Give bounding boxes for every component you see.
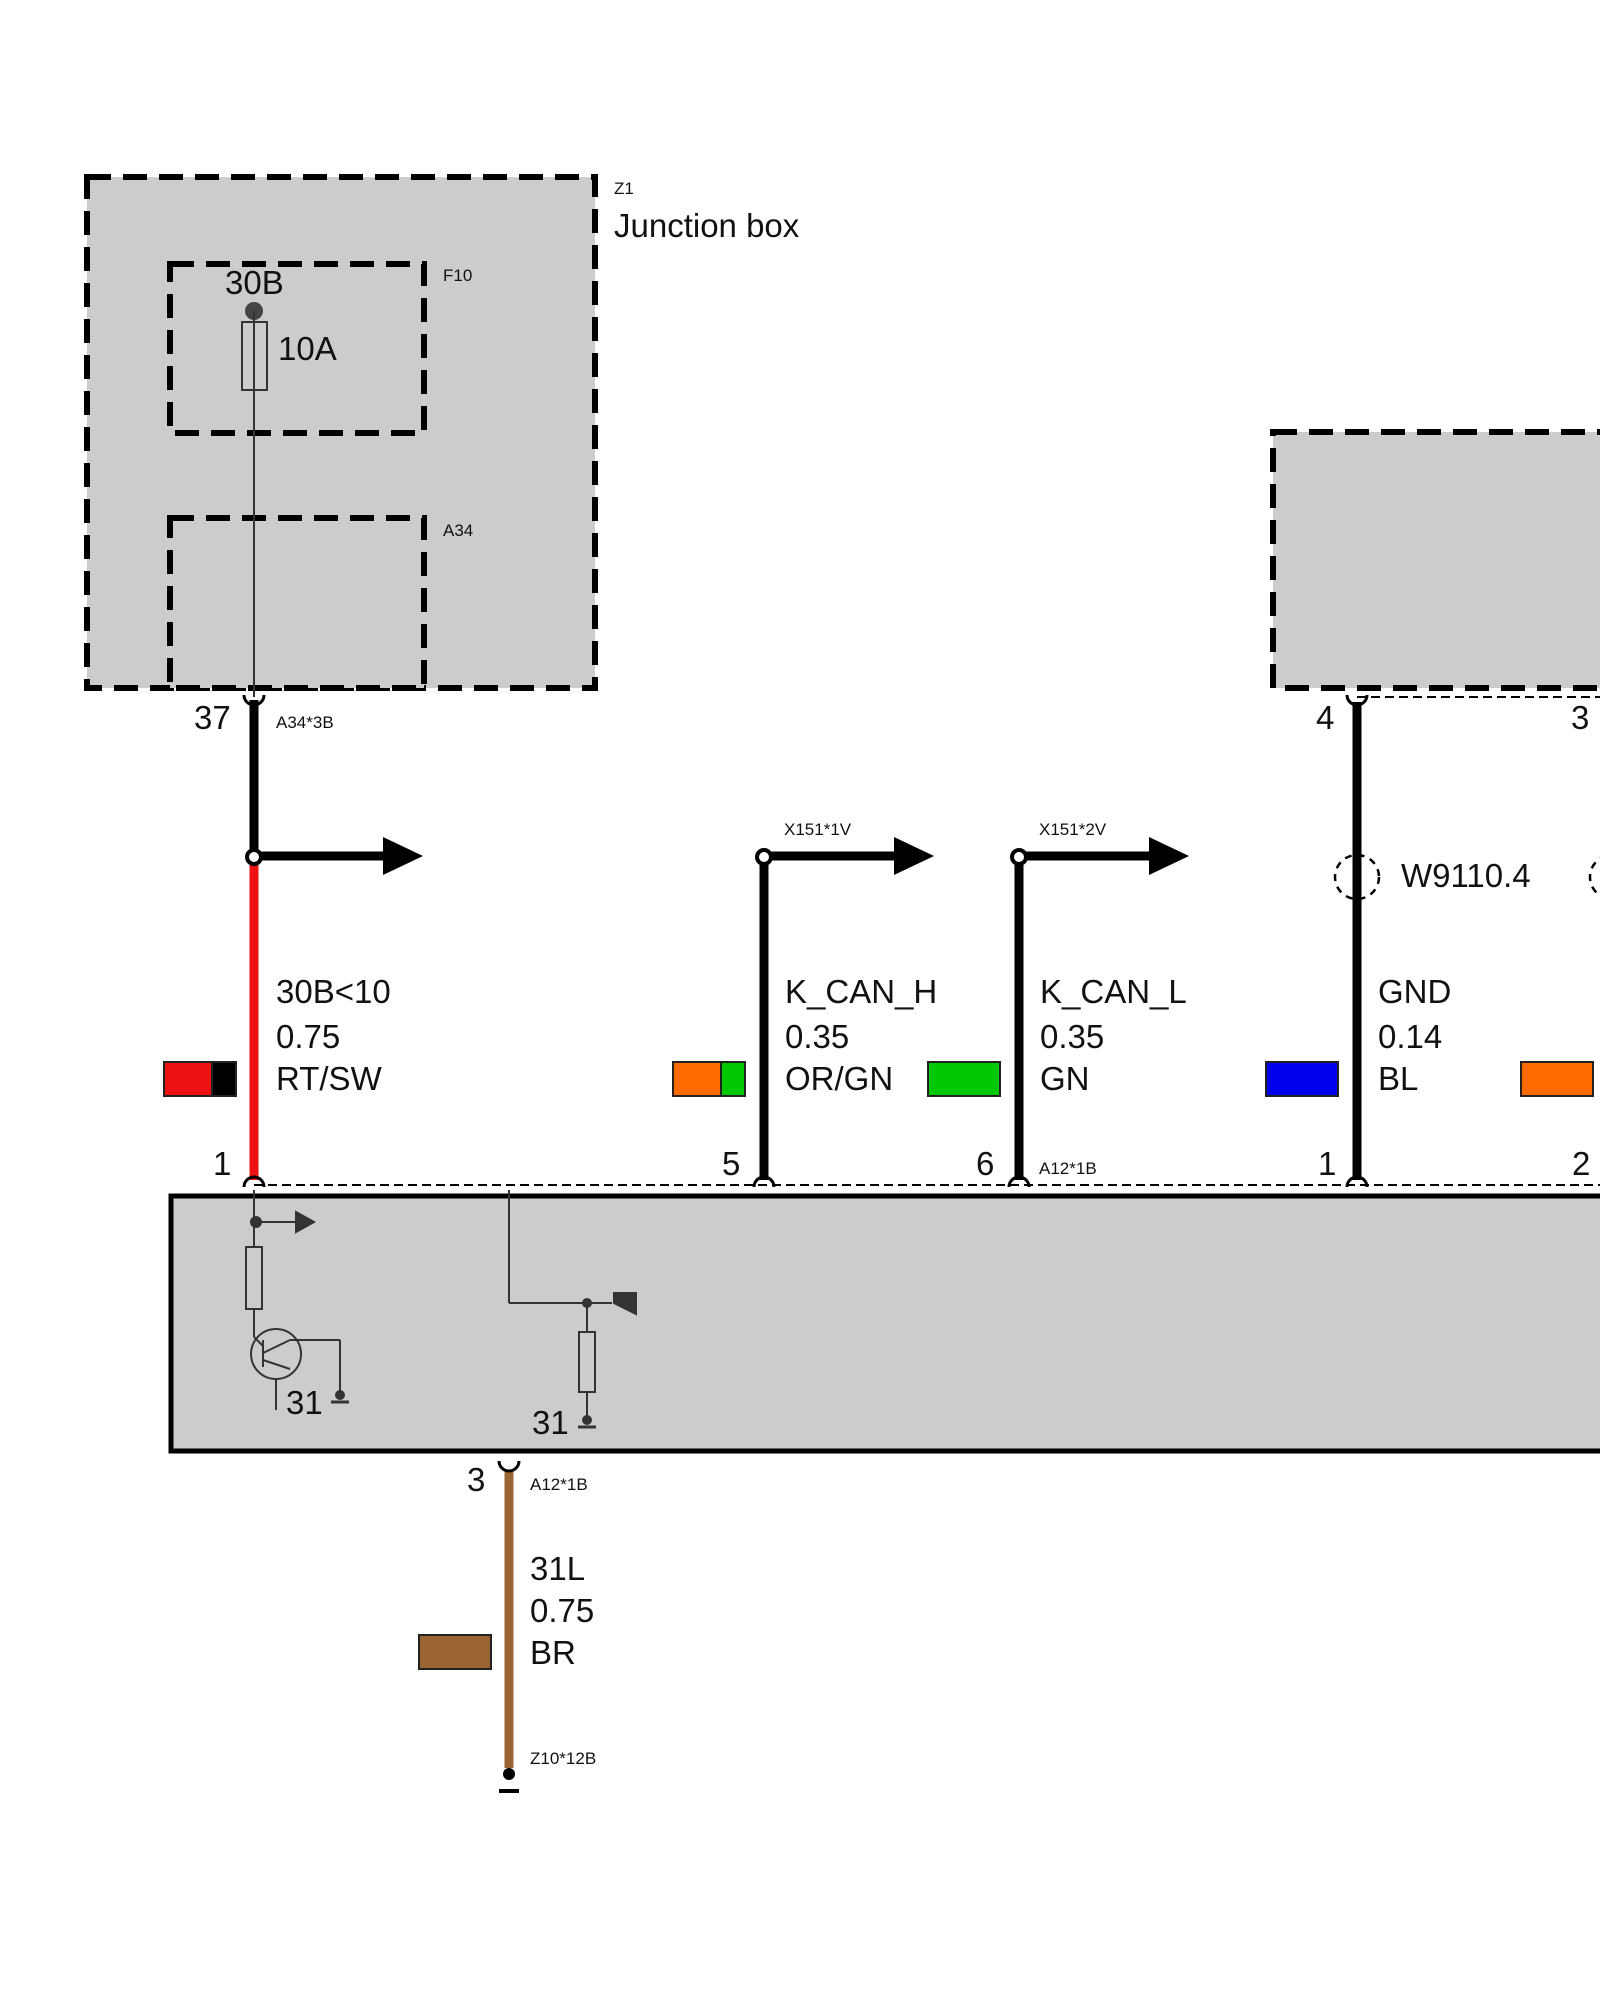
swatch-segment (419, 1635, 491, 1669)
swatch-border (1520, 1061, 1594, 1097)
swatch-or-gn (672, 1061, 746, 1097)
swatch-segment (1266, 1062, 1338, 1096)
lower-module-box[interactable] (168, 1193, 1600, 1454)
splice-dot-k-can-h (755, 848, 773, 866)
pin-3-top: 3 (1571, 699, 1589, 736)
connector-x151-1v: X151*1V (784, 820, 852, 839)
connector-a12-1b-top: A12*1B (1039, 1159, 1097, 1178)
wire-gauge: 0.14 (1378, 1018, 1442, 1055)
wire-spec-31l: 31L 0.75 BR (530, 1550, 594, 1671)
swatch-segment (721, 1062, 745, 1096)
pin-37: 37 (194, 699, 231, 736)
wire-gauge: 0.35 (1040, 1018, 1104, 1055)
connector-a34-3b: A34*3B (276, 713, 334, 732)
swatch-border (1265, 1061, 1339, 1097)
swatch-rt-sw (163, 1061, 237, 1097)
arrow-k-can-l-continuation[interactable] (1019, 837, 1189, 875)
swatch-segment (1521, 1062, 1593, 1096)
swatch-segment (673, 1062, 721, 1096)
wire-signal: K_CAN_H (785, 973, 937, 1010)
wire-color-code: BL (1378, 1060, 1418, 1097)
internal-ground-left: 31 (286, 1384, 323, 1421)
wire-signal: K_CAN_L (1040, 973, 1187, 1010)
junction-box[interactable] (84, 174, 598, 691)
pin-5: 5 (722, 1145, 740, 1182)
pin-6: 6 (976, 1145, 994, 1182)
pin-3-bottom: 3 (467, 1461, 485, 1498)
wire-spec-k-can-l: K_CAN_L 0.35 GN (1040, 973, 1187, 1097)
swatch-border (163, 1061, 237, 1097)
wire-signal: GND (1378, 973, 1451, 1010)
twist-marker-partial (1588, 857, 1600, 897)
connector-z10-12b: Z10*12B (530, 1749, 596, 1768)
splice-dot-k-can-l (1010, 848, 1028, 866)
wire-color-code: BR (530, 1634, 576, 1671)
right-component-box[interactable] (1270, 429, 1600, 691)
swatch-border (672, 1061, 746, 1097)
internal-pullup-circuit (508, 1190, 637, 1429)
arrow-k-can-h-continuation[interactable] (764, 837, 934, 875)
swatch-segment (212, 1062, 236, 1096)
wire-spec-gnd: GND 0.14 BL (1378, 973, 1451, 1097)
swatch-gn (927, 1061, 1001, 1097)
swatch-bl (1265, 1061, 1339, 1097)
fuse-terminal-label: 30B (225, 264, 284, 301)
swatch-segment (164, 1062, 212, 1096)
module-a34-id: A34 (443, 521, 473, 540)
internal-transistor-circuit (245, 1190, 349, 1410)
swatch-border (927, 1061, 1001, 1097)
splice-w9110: W9110.4 (1401, 857, 1531, 894)
pin-2: 2 (1572, 1145, 1590, 1182)
twist-marker-gnd (1333, 853, 1381, 901)
wire-color-code: RT/SW (276, 1060, 383, 1097)
splice-dot-30b (245, 848, 263, 866)
module-a34-box (167, 515, 427, 691)
connector-a12-1b-bottom: A12*1B (530, 1475, 588, 1494)
swatch-segment (928, 1062, 1000, 1096)
fuse-symbol[interactable] (241, 302, 268, 697)
fuse-rating-label: 10A (278, 330, 337, 367)
wire-gauge: 0.35 (785, 1018, 849, 1055)
swatch-partial-orange (1520, 1061, 1594, 1097)
wire-color-code: OR/GN (785, 1060, 893, 1097)
pin-4-top: 4 (1316, 699, 1334, 736)
connector-x151-2v: X151*2V (1039, 820, 1107, 839)
pin-1-gnd: 1 (1318, 1145, 1336, 1182)
fuse-holder-box (167, 261, 427, 436)
ground-terminal-icon (499, 1768, 519, 1793)
junction-box-name: Junction box (614, 207, 800, 244)
pin-1-red: 1 (213, 1145, 231, 1182)
wire-signal: 30B<10 (276, 973, 391, 1010)
wire-gauge: 0.75 (276, 1018, 340, 1055)
wire-signal: 31L (530, 1550, 585, 1587)
fuse-holder-id: F10 (443, 266, 472, 285)
wire-color-code: GN (1040, 1060, 1090, 1097)
junction-box-id: Z1 (614, 179, 634, 198)
internal-ground-right: 31 (532, 1404, 569, 1441)
pin-cups (242, 694, 1369, 1473)
arrow-30b-continuation[interactable] (254, 837, 423, 875)
wire-gauge: 0.75 (530, 1592, 594, 1629)
swatch-br (418, 1634, 492, 1670)
wire-spec-k-can-h: K_CAN_H 0.35 OR/GN (785, 973, 937, 1097)
swatch-border (418, 1634, 492, 1670)
wire-spec-30b: 30B<10 0.75 RT/SW (276, 973, 391, 1097)
